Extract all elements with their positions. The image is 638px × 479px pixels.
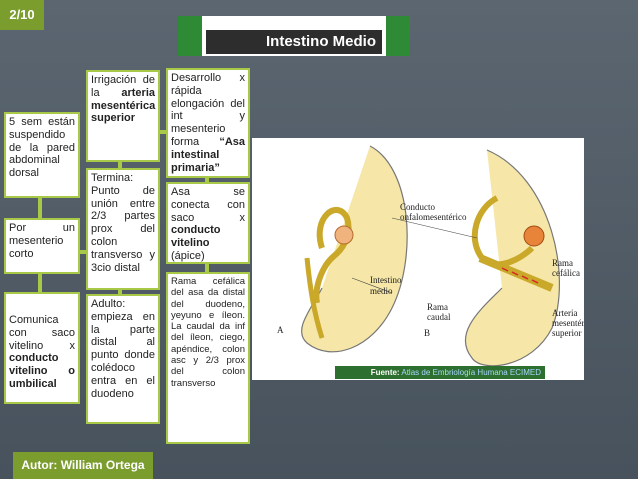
page-number: 2/10 [0,0,44,30]
info-box-ramas: Rama cefálica del asa da distal del duod… [166,272,250,444]
box-text: Irrigación de la [91,74,155,99]
label-b: B [424,328,430,338]
box-text: Termina: Punto de unión entre 2/3 partes… [91,172,155,274]
connector [118,288,122,296]
info-box-comunica: Comunica con saco vitelino x conducto vi… [4,292,80,404]
box-text-tail: (ápice) [171,249,205,262]
info-box-termina: Termina: Punto de unión entre 2/3 partes… [86,168,160,290]
info-box-desarrollo: Desarrollo x rápida elongación del int y… [166,68,250,178]
box-bold-text: conducto vitelino o umbilical [9,352,75,390]
connector [205,262,209,274]
info-box-suspension: 5 sem están suspendido de la pared abdom… [4,112,80,198]
hindgut-a [304,257,325,339]
info-box-asa: Asa se conecta con saco x conducto vitel… [166,182,250,264]
box-text: Asa se conecta con saco x [171,186,245,224]
box-text: Comunica con saco vitelino x [9,314,75,352]
box-text: Adulto: empieza en la parte distal al pu… [91,298,155,400]
label-arteria-mesenterica: Arteriamesentéricasuperior [552,308,584,338]
source-link[interactable]: Atlas de Embriología Humana ECIMED [401,368,541,377]
connector [205,176,209,184]
intestinal-loop-b [478,254,554,292]
box-text: Por un mesenterio corto [9,222,75,260]
label-a: A [277,325,284,335]
author-label: Autor: William Ortega [13,452,153,479]
yolk-duct-a [334,225,354,245]
box-text: Rama cefálica del asa da distal del duod… [171,276,245,389]
box-bold-text: “Asa intestinal primaria” [171,135,245,174]
label-line [391,217,478,239]
connector [158,130,168,134]
info-box-adulto: Adulto: empieza en la parte distal al pu… [86,294,160,424]
title-accent-left [178,16,202,56]
title-bar: Intestino Medio [178,16,410,56]
connector [118,160,122,170]
connector [80,250,88,254]
label-line [351,277,393,294]
connector [38,196,42,220]
yolk-sac-b [523,225,545,247]
source-prefix: Fuente: [370,368,400,377]
source-caption: Fuente: Atlas de Embriología Humana ECIM… [335,366,545,379]
info-box-mesenterio: Por un mesenterio corto [4,218,80,274]
info-box-irrigacion: Irrigación de la arteria mesentérica sup… [86,70,160,162]
box-bold-text: arteria mesentérica superior [91,86,156,125]
box-text: Desarrollo x rápida elongación del int y… [171,72,245,148]
page-title: Intestino Medio [206,30,382,54]
embryo-a-outline [301,145,408,353]
box-bold-text: conducto vitelino [171,224,221,250]
artery-dashes [501,267,539,284]
connector [38,272,42,294]
box-text: 5 sem están suspendido de la pared abdom… [9,116,75,180]
title-accent-right [386,16,410,56]
